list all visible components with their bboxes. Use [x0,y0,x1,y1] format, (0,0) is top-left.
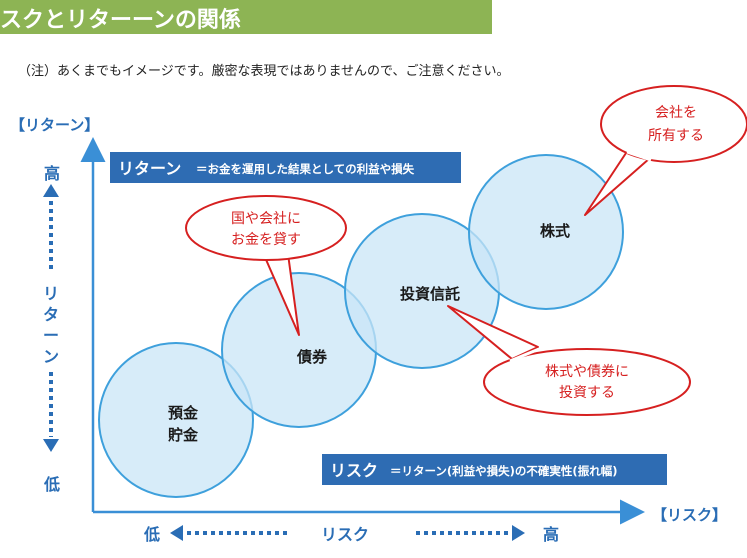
y-low-label: 低 [43,475,60,494]
stock-callout-line2: 所有する [648,128,704,144]
deposit-label-line1: 預金 [168,404,199,422]
y-middle-char-4: ン [43,347,59,366]
bond-callout-line1: 国や会社に [231,211,301,227]
x-low-label: 低 [143,525,160,544]
return-box-title: リターン [118,159,181,178]
risk-box-desc: ＝リターン(利益や損失)の不確実性(振れ幅) [390,464,617,478]
y-middle-char-1: リ [43,284,59,303]
title-bar: スクとリターーンの関係 [0,0,492,34]
fund-callout-tail [447,305,539,360]
fund-callout-line2: 投資する [559,385,615,401]
left-arrow-icon [170,525,183,541]
disclaimer-note: （注）あくまでもイメージです。厳密な表現ではありませんので、ご注意ください。 [18,64,510,79]
x-high-label: 高 [543,525,559,544]
y-middle-char-2: タ [43,305,59,324]
up-arrow-icon [43,184,59,197]
page-title: スクとリターーンの関係 [0,8,241,33]
risk-box-title: リスク [330,461,378,480]
return-definition-box [110,152,461,183]
y-high-label: 高 [44,164,60,183]
stock-circle [468,154,624,310]
bond-label: 債券 [296,348,328,366]
x-axis-label: 【リスク】 [652,506,727,524]
risk-definition-box [322,454,667,485]
fund-callout-bubble [483,348,691,416]
x-middle-label: リスク [321,525,369,544]
fund-callout-line1: 株式や債券に [545,364,629,380]
stock-callout-bubble [600,85,747,163]
deposit-label-line2: 貯金 [168,426,199,444]
fund-label: 投資信託 [400,285,460,303]
stock-label: 株式 [540,222,570,240]
right-arrow-icon [512,525,525,541]
y-axis-label: 【リターン】 [10,116,99,134]
bond-callout-line2: お金を貸す [231,232,301,248]
bond-callout-bubble [185,195,347,261]
y-middle-char-3: ー [43,326,59,345]
down-arrow-icon [43,439,59,452]
deposit-circle [98,342,254,498]
stock-callout-line1: 会社を [655,105,697,121]
return-box-desc: ＝お金を運用した結果としての利益や損失 [196,162,415,176]
